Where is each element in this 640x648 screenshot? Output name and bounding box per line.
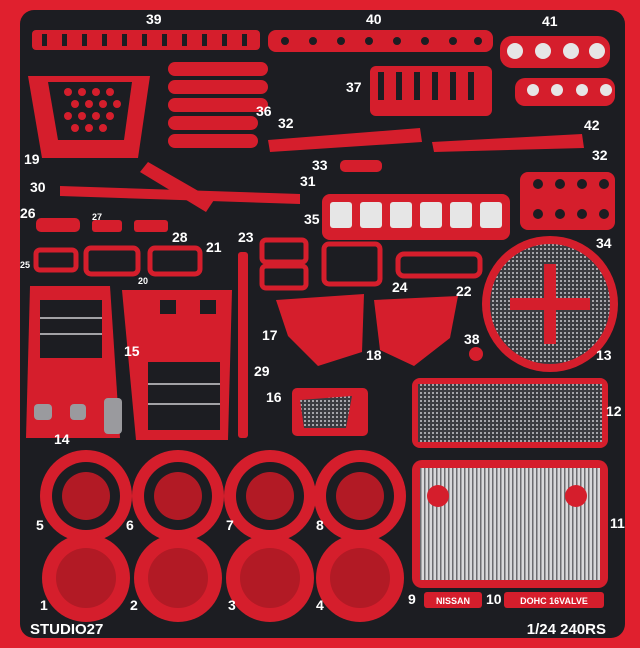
part-label: 4 [316, 597, 324, 613]
part-33 [340, 160, 382, 172]
part-17-18 [276, 294, 458, 366]
part-40-tabs [268, 30, 493, 52]
part-38 [469, 347, 483, 361]
gauge-bezels-bottom [42, 534, 404, 622]
part-label: 36 [256, 103, 272, 119]
part-label: 39 [146, 11, 162, 27]
part-label: 9 [408, 591, 416, 607]
part-label: 24 [392, 279, 408, 295]
part-label: 6 [126, 517, 134, 533]
part-label: 1 [40, 597, 48, 613]
part-39-clips [32, 30, 260, 50]
part-32-wipers [268, 128, 584, 152]
part-19-grille [28, 76, 150, 158]
part-16 [292, 388, 368, 436]
part-label: 5 [36, 517, 44, 533]
gauge-rings-top [40, 450, 406, 542]
nissan-plate-text: NISSAN [436, 596, 470, 606]
part-label: 27 [92, 212, 102, 222]
part-label: 21 [206, 239, 222, 255]
part-label: 20 [138, 276, 148, 286]
part-14-pedals [26, 286, 122, 438]
brand-maker: STUDIO27 [30, 621, 103, 638]
part-label: 13 [596, 347, 612, 363]
part-label: 28 [172, 229, 188, 245]
part-label: 22 [456, 283, 472, 299]
part-41-discs [500, 36, 610, 68]
part-15-pedals [122, 290, 232, 440]
part-26-28-small [36, 218, 168, 232]
part-12-grille [412, 378, 608, 448]
part-label: 31 [300, 173, 316, 189]
part-label: 12 [606, 403, 622, 419]
brand-scale-model: 1/24 240RS [527, 621, 606, 638]
part-label: 2 [130, 597, 138, 613]
part-42-discs [515, 78, 615, 106]
part-label: 18 [366, 347, 382, 363]
part-label: 16 [266, 389, 282, 405]
part-37-rods [370, 66, 492, 116]
part-label: 37 [346, 79, 362, 95]
part-36-links [168, 62, 268, 148]
embossed-plates: NISSAN DOHC 16VALVE [424, 592, 604, 608]
part-label: 23 [238, 229, 254, 245]
part-label: 35 [304, 211, 320, 227]
part-34-parts [520, 172, 615, 230]
part-number-labels: 1 2 3 4 5 6 7 8 9 10 11 12 13 14 15 16 1… [20, 11, 625, 613]
part-label: 34 [596, 235, 612, 251]
part-label: 42 [584, 117, 600, 133]
part-label: 25 [20, 260, 30, 270]
dohc-plate-text: DOHC 16VALVE [520, 596, 588, 606]
part-29-rod [238, 252, 248, 438]
part-label: 17 [262, 327, 278, 343]
part-label: 14 [54, 431, 70, 447]
part-label: 11 [610, 515, 625, 531]
part-label: 32 [592, 147, 608, 163]
part-label: 19 [24, 151, 40, 167]
part-35-windows [322, 194, 510, 240]
part-label: 26 [20, 205, 36, 221]
part-label: 40 [366, 11, 382, 27]
part-label: 7 [226, 517, 234, 533]
part-frames [33, 237, 483, 291]
part-30-31-linkage [60, 162, 300, 212]
part-label: 33 [312, 157, 328, 173]
part-label: 8 [316, 517, 324, 533]
part-label: 38 [464, 331, 480, 347]
part-label: 15 [124, 343, 140, 359]
part-label: 41 [542, 13, 558, 29]
part-11-grille [412, 460, 608, 588]
part-label: 32 [278, 115, 294, 131]
part-label: 3 [228, 597, 236, 613]
part-label: 10 [486, 591, 502, 607]
part-label: 29 [254, 363, 270, 379]
part-label: 30 [30, 179, 46, 195]
part-13-cross-plate [482, 236, 618, 372]
